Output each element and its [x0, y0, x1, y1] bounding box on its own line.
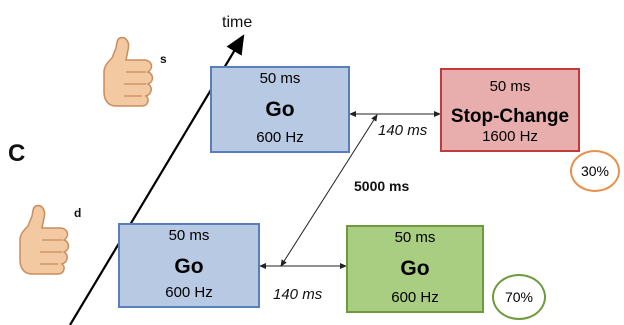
iti-label: 5000 ms	[354, 178, 410, 194]
top-stop-frequency: 1600 Hz	[482, 128, 538, 145]
probability-30-badge: 30%	[570, 150, 620, 192]
panel-label: C	[8, 140, 26, 167]
bottom-go-duration: 50 ms	[168, 227, 210, 244]
bottom-go-frequency: 600 Hz	[165, 284, 213, 301]
bottom-go2-duration: 50 ms	[394, 229, 436, 246]
top-go-frequency: 600 Hz	[256, 129, 304, 146]
iti-arrow	[280, 114, 378, 267]
thumbs-up-icon-top	[103, 36, 154, 107]
top-go-title: Go	[265, 98, 295, 121]
top-stop-duration: 50 ms	[489, 78, 531, 95]
top-stop-change-box: 50 ms Stop-Change 1600 Hz	[440, 68, 580, 152]
thumbs-up-icon-bottom	[19, 204, 70, 275]
top-go-box: 50 ms Go 600 Hz	[210, 66, 350, 153]
bottom-go2-box: 50 ms Go 600 Hz	[346, 225, 484, 313]
bottom-go2-title: Go	[400, 257, 430, 280]
top-go-duration: 50 ms	[259, 70, 301, 87]
bottom-interval-label: 140 ms	[273, 286, 323, 303]
time-label: time	[222, 14, 253, 31]
probability-70-badge: 70%	[492, 274, 546, 320]
bottom-go2-frequency: 600 Hz	[391, 289, 439, 306]
top-interval-label: 140 ms	[378, 122, 428, 139]
bottom-go-box: 50 ms Go 600 Hz	[118, 223, 260, 308]
bottom-go-title: Go	[174, 255, 204, 278]
hand-top-label: s	[160, 52, 167, 66]
top-stop-title: Stop-Change	[450, 106, 570, 127]
hand-bottom-label: d	[74, 206, 82, 220]
